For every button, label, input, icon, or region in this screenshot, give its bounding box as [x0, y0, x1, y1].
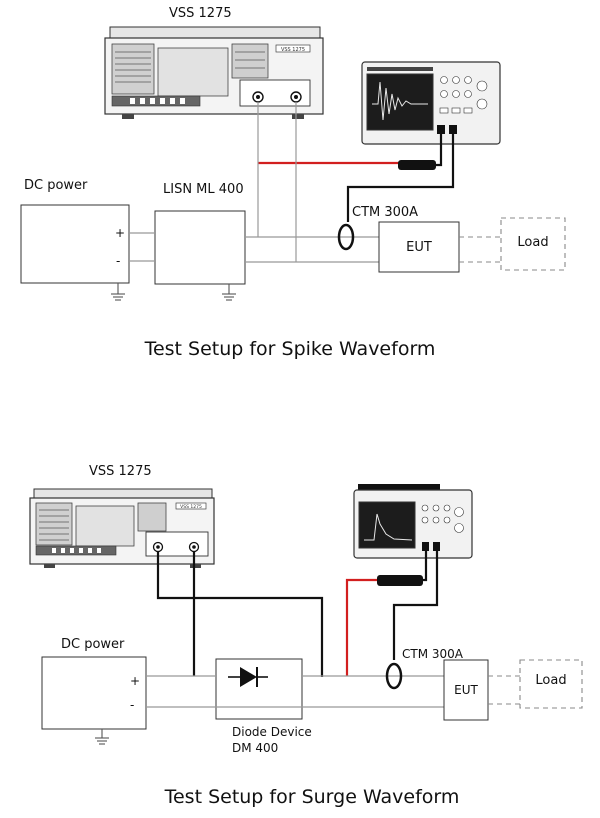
top-dc-plus: + — [115, 226, 125, 240]
bottom-ground-icon — [95, 729, 109, 745]
bottom-probe-attenuator — [377, 575, 423, 586]
top-ground-icon-2 — [222, 284, 236, 301]
top-oscilloscope-icon — [361, 61, 501, 145]
bottom-diode-box — [215, 658, 303, 720]
top-dc-label: DC power — [24, 178, 88, 193]
top-probe-label: CTM 300A — [352, 205, 418, 220]
bottom-caption: Test Setup for Surge Waveform — [164, 786, 460, 808]
top-lisn-box — [154, 210, 246, 285]
bottom-generator-panel-text: VSS 1275 — [180, 504, 202, 510]
bottom-probe-label: CTM 300A — [402, 647, 464, 661]
bottom-dc-minus: - — [130, 698, 134, 712]
top-generator-label: VSS 1275 — [169, 6, 232, 21]
bottom-oscilloscope-icon — [353, 484, 473, 559]
top-probe-attenuator — [398, 160, 436, 170]
bottom-eut-box — [443, 659, 489, 721]
bottom-diode-label-1: Diode Device — [232, 725, 312, 739]
bottom-load-label: Load — [535, 673, 566, 688]
top-diagram: VSS 1275 VSS 1275 — [20, 6, 566, 360]
bottom-generator-label: VSS 1275 — [89, 464, 152, 479]
top-dc-minus: - — [116, 254, 120, 268]
bottom-eut-label: EUT — [454, 683, 478, 697]
bottom-current-probe-icon — [385, 662, 403, 690]
top-ground-icon — [111, 283, 125, 301]
top-eut-label: EUT — [406, 240, 432, 255]
bottom-diagram: VSS 1275 VSS 1275 — [29, 464, 583, 808]
top-generator-panel-text: VSS 1275 — [281, 47, 305, 53]
top-generator-icon: VSS 1275 — [104, 26, 324, 119]
top-dc-power-box — [20, 204, 130, 284]
bottom-dc-plus: + — [130, 674, 140, 688]
top-load-label: Load — [517, 235, 548, 250]
bottom-diode-label-2: DM 400 — [232, 741, 278, 755]
top-load-box — [500, 217, 566, 271]
bottom-dc-label: DC power — [61, 637, 125, 652]
top-current-probe-icon — [337, 223, 355, 251]
top-caption: Test Setup for Spike Waveform — [144, 338, 436, 360]
top-lisn-label: LISN ML 400 — [163, 182, 244, 197]
bottom-dc-power-box — [41, 656, 147, 730]
bottom-load-box — [519, 659, 583, 709]
diode-icon — [228, 667, 268, 687]
top-eut-box — [378, 221, 460, 273]
bottom-generator-icon: VSS 1275 — [29, 488, 215, 568]
